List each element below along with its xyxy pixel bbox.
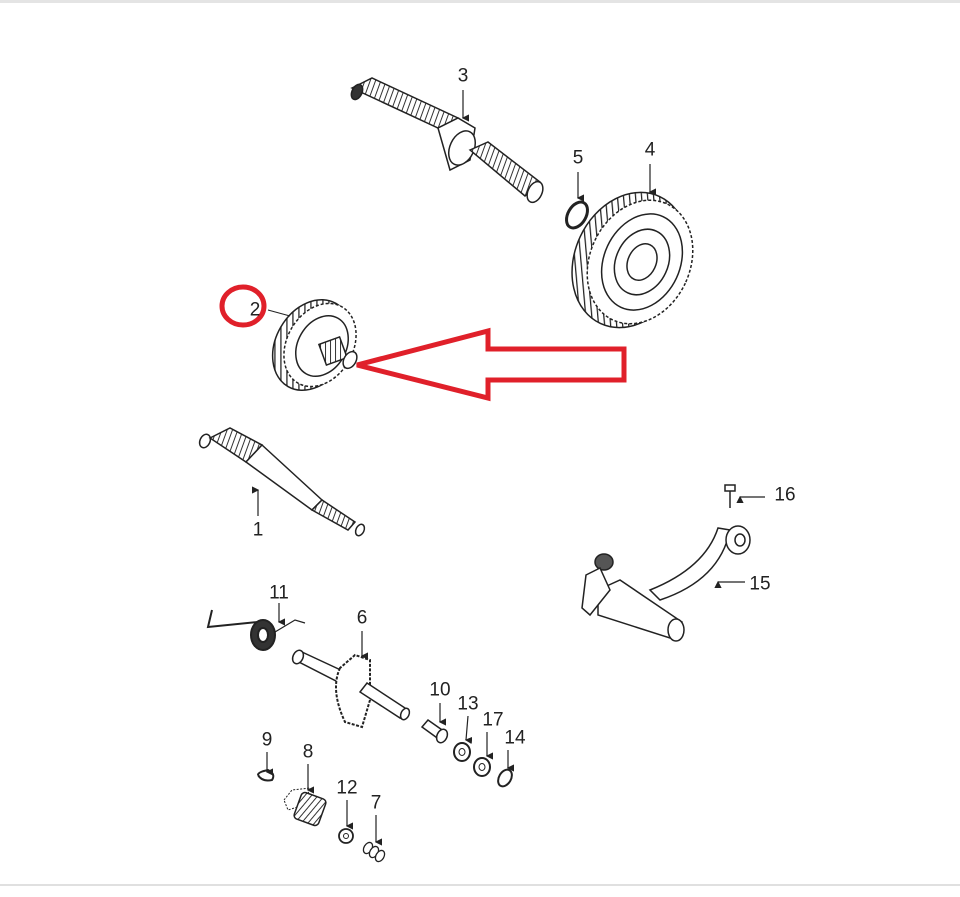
part-5-washer [565,200,589,230]
callout-11: 11 [269,582,289,604]
bottom-border [0,884,960,886]
part-8-ratchet [283,787,327,827]
callout-7: 7 [370,792,382,814]
callout-1: 1 [252,519,264,541]
part-10-bushing [420,718,449,744]
part-9-clip [257,768,275,782]
part-17-washer [473,757,491,777]
part-16-bolt [724,484,736,508]
part-4-gear [571,191,694,329]
part-1-shaft [198,427,366,537]
callout-15: 15 [749,573,771,595]
part-13-washer [453,742,471,762]
top-border [0,0,960,3]
callout-12: 12 [336,777,358,799]
callout-8: 8 [302,741,314,763]
part-12-nut [338,828,354,844]
callout-13: 13 [457,693,479,715]
part-11-spring [206,609,306,651]
part-6-spindle [291,649,411,729]
callout-6: 6 [356,607,368,629]
callout-16: 16 [774,484,796,506]
callout-4: 4 [644,139,656,161]
callout-14: 14 [504,727,526,749]
callout-3: 3 [457,65,469,87]
part-2-gear [271,298,358,392]
callout-2: 2 [249,299,261,321]
leader-2 [267,309,291,317]
callout-5: 5 [572,147,584,169]
part-15-kick-lever [581,525,751,642]
part-7-pin [362,841,386,863]
callout-9: 9 [261,729,273,751]
part-3-shaft [350,77,544,204]
part-14-circlip [497,768,513,788]
callout-17: 17 [482,709,504,731]
callout-10: 10 [429,679,451,701]
highlight-arrow [356,327,627,402]
highlight-circle [219,284,267,328]
leader-13 [464,715,473,745]
